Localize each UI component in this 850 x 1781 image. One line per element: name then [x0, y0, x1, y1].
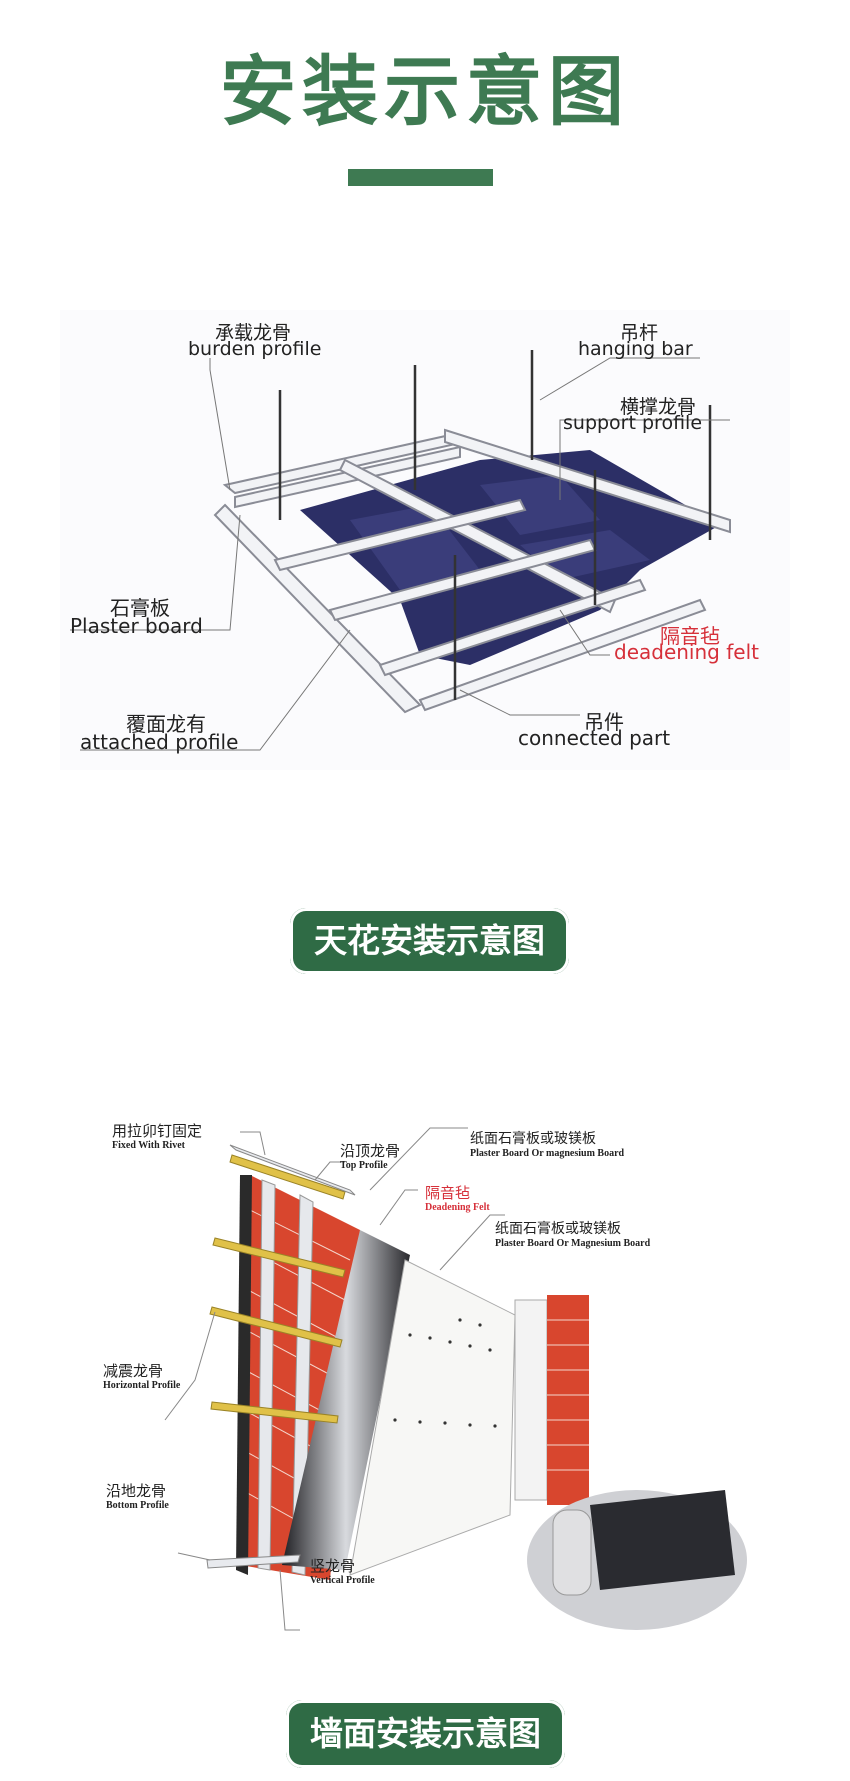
label-burden-cn: 承载龙骨 — [215, 322, 292, 344]
label-board2-cn: 纸面石膏板或玻镁板 — [495, 1221, 621, 1237]
label-hanging-en: hanging bar — [578, 338, 693, 360]
label-plaster-cn: 石膏板 — [110, 596, 170, 620]
label-connected-cn: 吊件 — [584, 710, 624, 734]
label-wall-felt-en: Deadening Felt — [425, 1202, 490, 1213]
label-top-cn: 沿顶龙骨 — [340, 1142, 401, 1160]
label-attached-cn: 覆面龙有 — [126, 712, 206, 736]
ceiling-caption-badge: 天花安装示意图 — [290, 908, 569, 974]
label-attached-en: attached profile — [80, 730, 239, 754]
label-burden-en: burden profile — [188, 338, 322, 360]
wall-caption-badge: 墙面安装示意图 — [286, 1700, 565, 1768]
label-connected-en: connected part — [518, 726, 671, 750]
label-plaster-en: Plaster board — [70, 614, 203, 638]
label-bottom-en: Bottom Profile — [106, 1500, 169, 1511]
label-vertical-cn: 竖龙骨 — [310, 1557, 356, 1575]
label-felt-en: deadening felt — [614, 640, 759, 664]
label-horizontal-en: Horizontal Profile — [103, 1380, 181, 1391]
label-top-en: Top Profile — [340, 1160, 388, 1171]
label-hanging-cn: 吊杆 — [620, 322, 659, 344]
wall-install-diagram — [164, 1127, 747, 1631]
label-rivet-cn: 用拉卯钉固定 — [112, 1122, 203, 1140]
label-board2-en: Plaster Board Or Magnesium Board — [495, 1238, 651, 1249]
label-board1-en: Plaster Board Or magnesium Board — [470, 1148, 625, 1159]
label-felt-cn: 隔音毡 — [660, 624, 720, 648]
label-bottom-cn: 沿地龙骨 — [106, 1482, 167, 1500]
label-support-en: support profile — [563, 412, 703, 434]
label-rivet-en: Fixed With Rivet — [112, 1140, 185, 1151]
label-board1-cn: 纸面石膏板或玻镁板 — [470, 1131, 596, 1147]
page-title: 安装示意图 — [220, 47, 630, 136]
label-support-cn: 横撑龙骨 — [620, 396, 697, 418]
label-wall-felt-cn: 隔音毡 — [425, 1184, 471, 1202]
title-underline-bar — [348, 169, 493, 186]
ceiling-install-diagram — [60, 310, 790, 770]
label-vertical-en: Vertical Profile — [310, 1575, 375, 1586]
label-horizontal-cn: 减震龙骨 — [103, 1362, 164, 1380]
